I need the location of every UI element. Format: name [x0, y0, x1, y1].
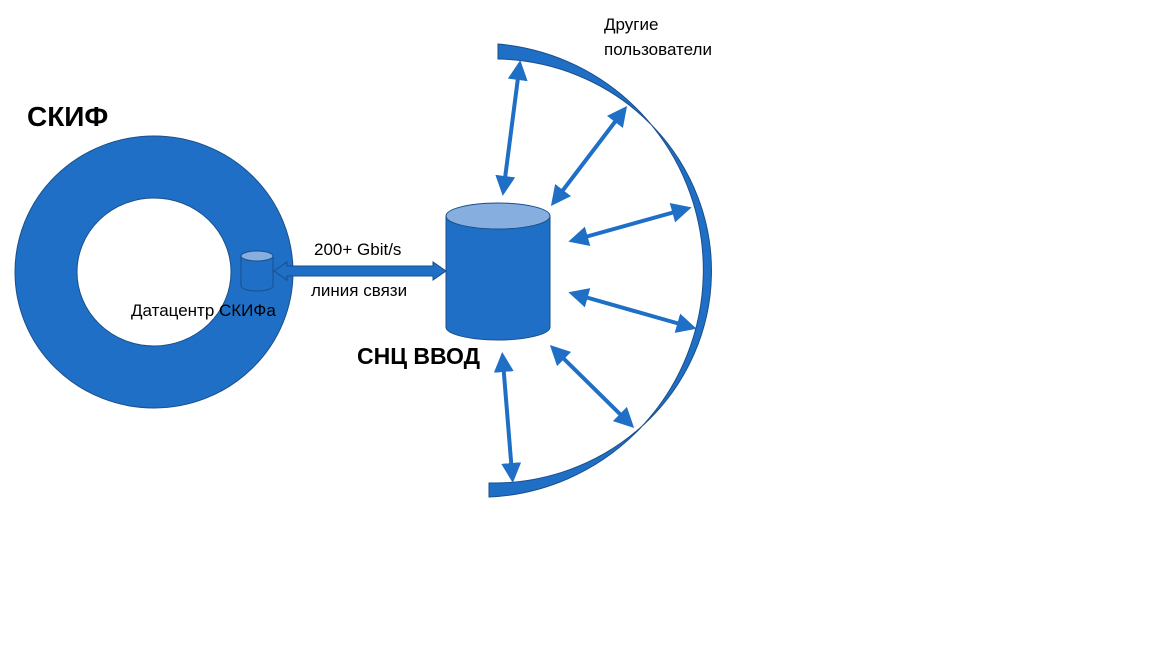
- user-arrow-5: [549, 344, 635, 429]
- user-arrow-1: [495, 60, 528, 196]
- skif-title: СКИФ: [27, 101, 109, 132]
- snc-database-icon: [445, 202, 551, 341]
- users-arc: [488, 43, 712, 498]
- users-label-line1: Другие: [604, 15, 659, 34]
- user-connection-arrows: [493, 60, 697, 483]
- user-arrow-6: [493, 352, 522, 483]
- users-label: Другие пользователи: [604, 12, 712, 62]
- user-arrow-4: [568, 288, 697, 333]
- snc-title: СНЦ ВВОД: [357, 343, 481, 369]
- link-line-label: линия связи: [311, 281, 408, 300]
- skif-datacenter-icon: [240, 250, 274, 292]
- link-speed-label: 200+ Gbit/s: [314, 240, 402, 259]
- datacenter-label: Датацентр СКИФа: [131, 301, 276, 320]
- link-arrow: [273, 261, 447, 281]
- user-arrow-3: [568, 203, 692, 246]
- users-label-line2: пользователи: [604, 40, 712, 59]
- user-arrow-2: [550, 106, 628, 206]
